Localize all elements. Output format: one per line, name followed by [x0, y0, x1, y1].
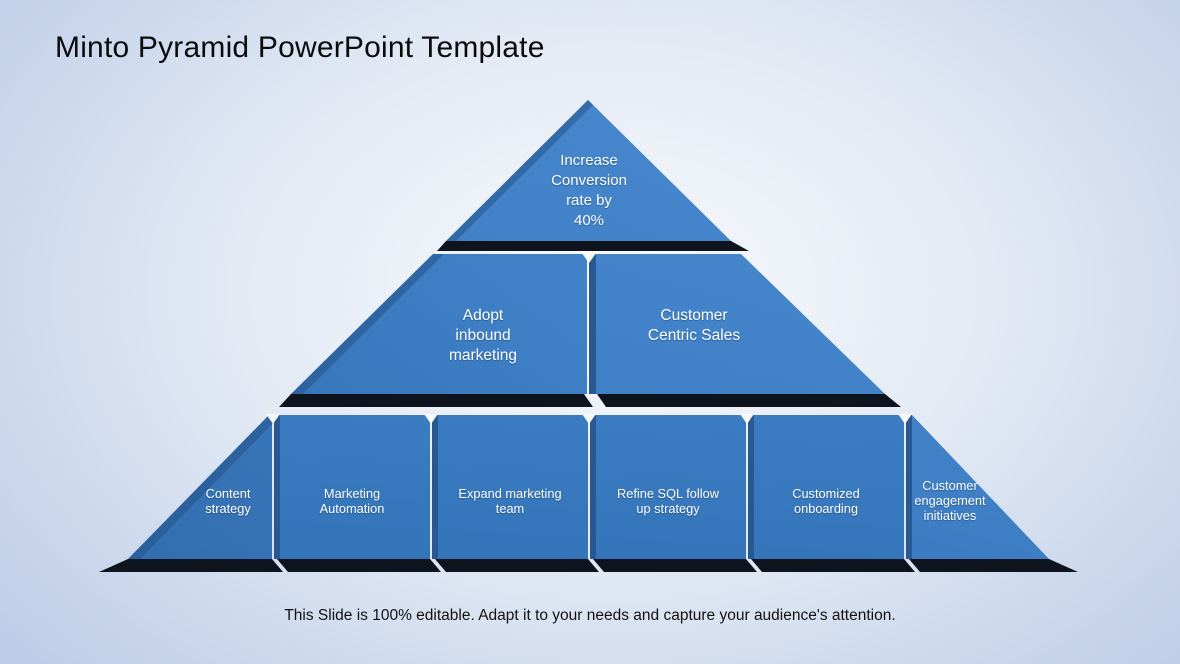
block-label-customer-engagement: Customer engagement initiatives: [885, 478, 1015, 523]
label-line: onboarding: [793, 501, 859, 516]
label-line: up strategy: [636, 501, 700, 516]
block-label-refine-sql-follow-up: Refine SQL follow up strategy: [588, 486, 748, 516]
label-line: initiatives: [923, 508, 977, 523]
block-label-customized-onboarding: Customized onboarding: [746, 486, 906, 516]
slide-title: Minto Pyramid PowerPoint Template: [55, 31, 545, 64]
label-line: Centric Sales: [647, 327, 741, 344]
label-line: inbound: [455, 327, 511, 344]
block-label-expand-marketing-team: Expand marketing team: [430, 486, 590, 516]
label-line: Content: [205, 486, 251, 501]
label-line: Automation: [319, 501, 385, 516]
label-line: Marketing: [323, 486, 381, 501]
label-line: team: [495, 501, 525, 516]
label-line: engagement: [914, 493, 986, 508]
block-label-increase-conversion: Increase Conversion rate by 40%: [509, 151, 669, 231]
label-line: Conversion: [551, 172, 627, 189]
label-line: rate by: [566, 192, 612, 209]
block-label-customer-centric-sales: Customer Centric Sales: [609, 306, 779, 346]
label-line: marketing: [448, 347, 518, 364]
label-line: Expand marketing: [458, 486, 562, 501]
label-line: Customer: [660, 307, 728, 324]
block-label-adopt-inbound-marketing: Adopt inbound marketing: [403, 306, 563, 366]
label-line: Increase: [560, 152, 618, 169]
block-label-content-strategy: Content strategy: [163, 486, 293, 516]
label-line: Refine SQL follow: [617, 486, 719, 501]
slide-footer: This Slide is 100% editable. Adapt it to…: [284, 607, 896, 624]
label-line: Customer: [922, 478, 978, 493]
label-line: 40%: [573, 212, 605, 229]
label-line: strategy: [205, 501, 251, 516]
block-label-marketing-automation: Marketing Automation: [277, 486, 427, 516]
label-line: Customized: [792, 486, 860, 501]
label-line: Adopt: [462, 307, 504, 324]
